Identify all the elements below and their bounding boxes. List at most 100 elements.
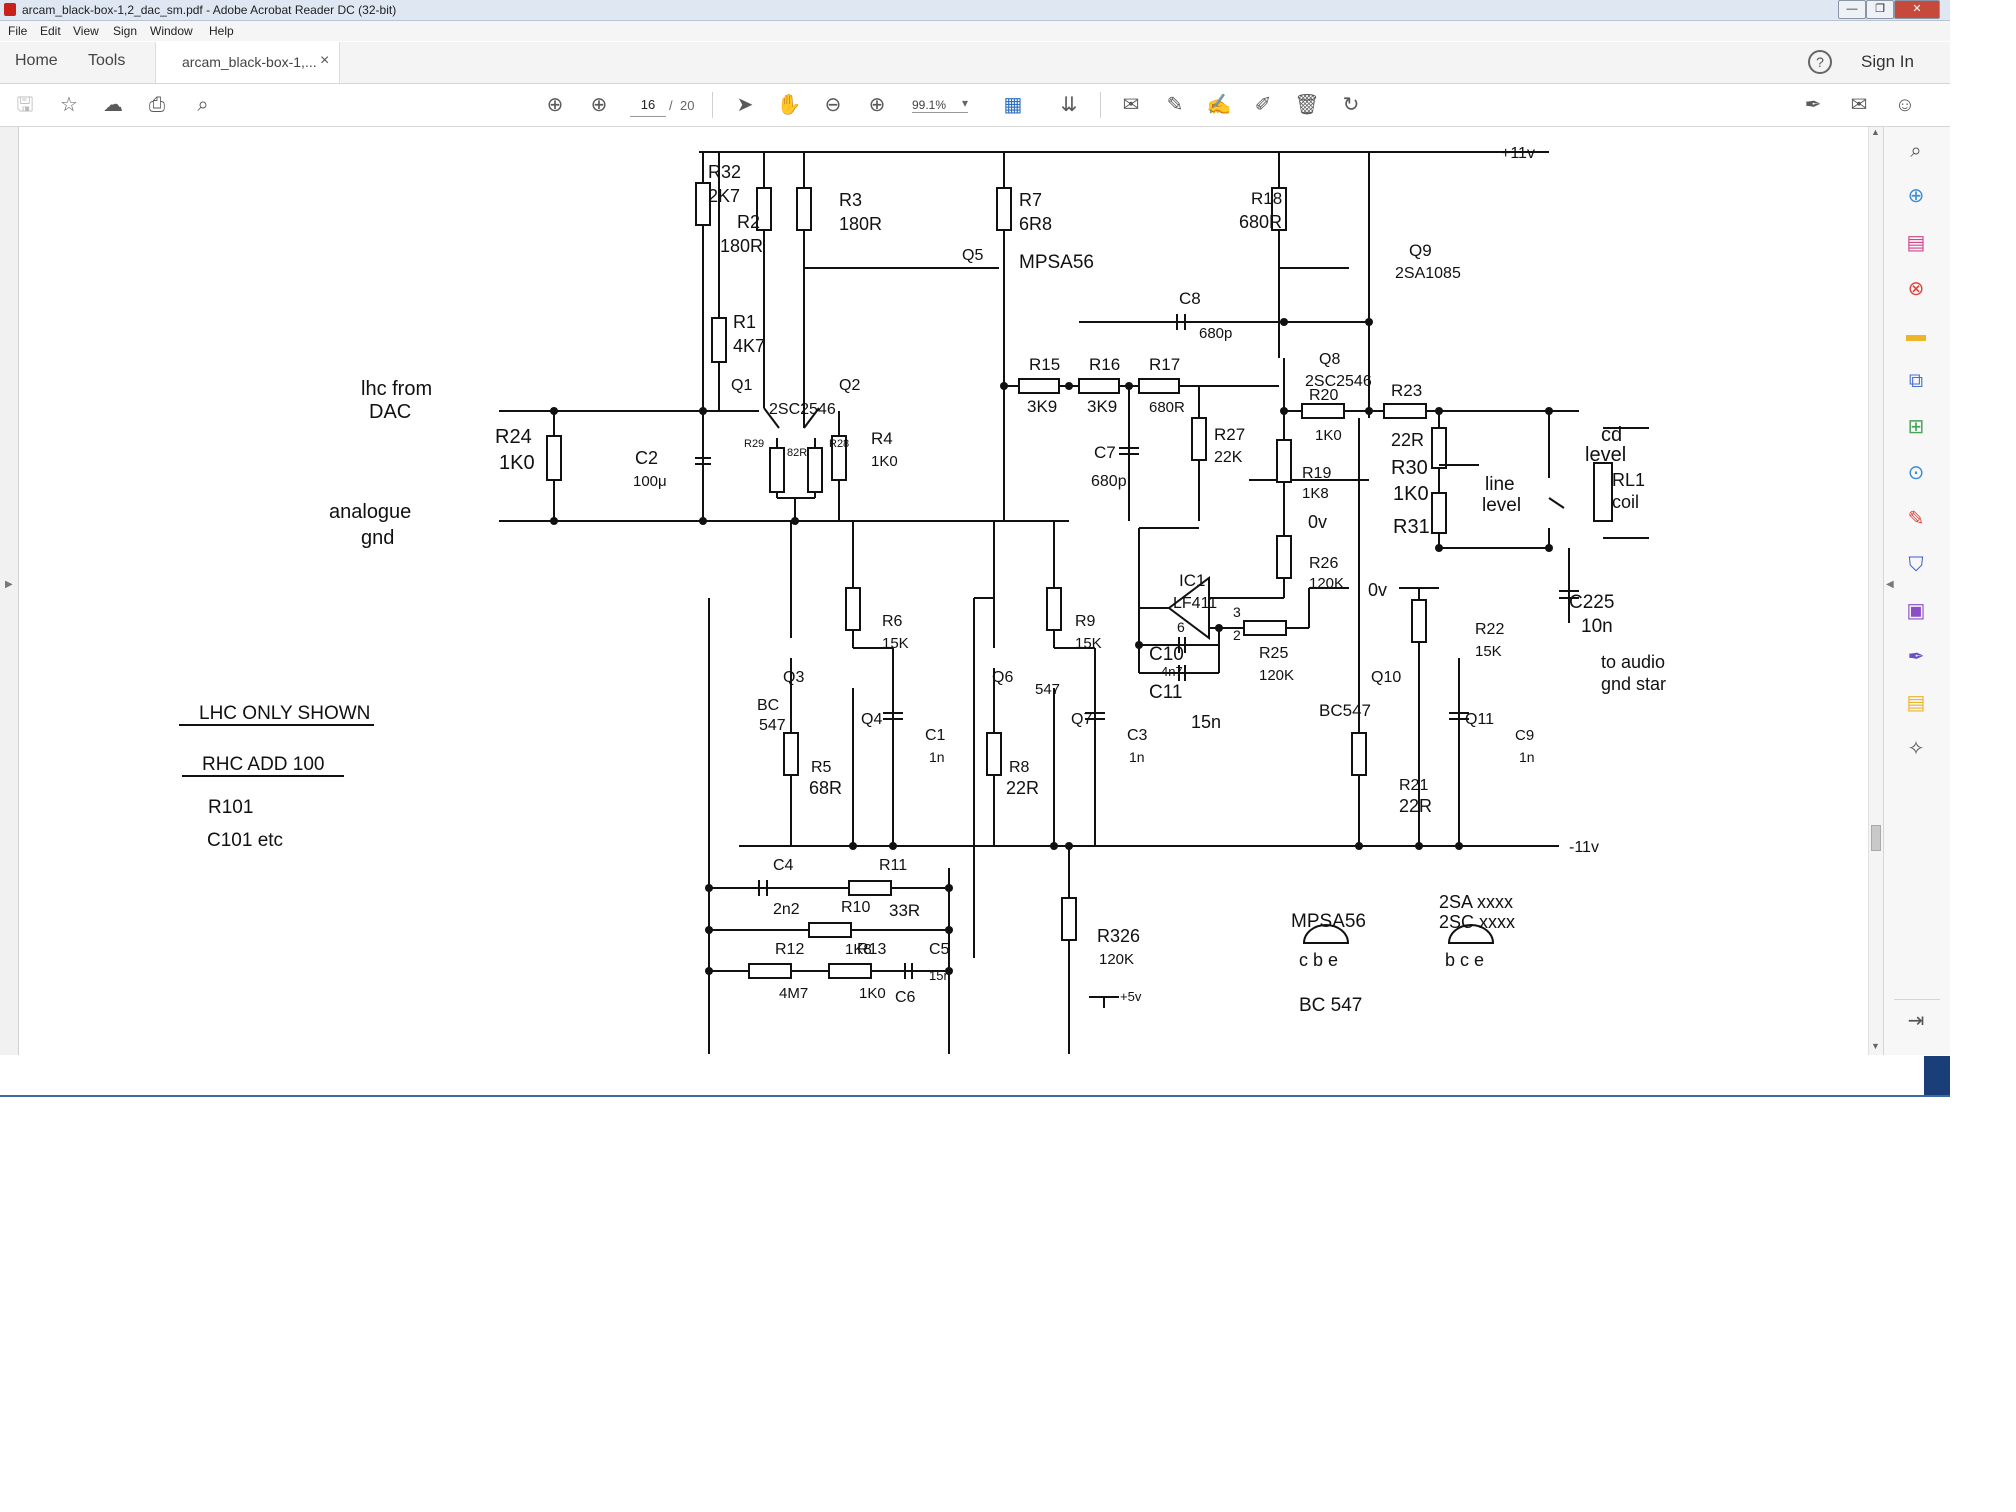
label-r3: R3 bbox=[839, 190, 862, 210]
label-c1: C1 bbox=[925, 727, 946, 744]
next-page-icon[interactable]: ⊕ bbox=[590, 94, 608, 116]
vertical-scrollbar[interactable]: ▲ ▼ bbox=[1868, 127, 1883, 1055]
compress-icon[interactable]: ⊞ bbox=[1907, 416, 1925, 438]
label-r26-value: 120K bbox=[1309, 575, 1344, 592]
close-tab-button[interactable]: × bbox=[320, 52, 330, 69]
mail-icon[interactable]: ✉ bbox=[1850, 94, 1868, 116]
help-icon[interactable]: ? bbox=[1808, 50, 1832, 74]
label-r11: R11 bbox=[879, 857, 907, 874]
sign-tool-icon[interactable]: ✒ bbox=[1804, 94, 1822, 116]
tab-tools[interactable]: Tools bbox=[88, 52, 126, 69]
upload-cloud-icon[interactable]: ☁ bbox=[103, 94, 123, 116]
menu-sign[interactable]: Sign bbox=[113, 24, 138, 38]
page-total: 20 bbox=[680, 98, 695, 113]
label-q8-type: 2SC2546 bbox=[1305, 373, 1372, 390]
label-547: 547 bbox=[759, 717, 786, 734]
label-82r: 82R bbox=[787, 447, 807, 459]
zoom-search-icon[interactable]: ⌕ bbox=[197, 94, 209, 116]
star-icon[interactable]: ☆ bbox=[60, 94, 78, 116]
label-r15-value: 3K9 bbox=[1027, 397, 1057, 416]
menu-window[interactable]: Window bbox=[150, 24, 193, 38]
scroll-down-arrow[interactable]: ▼ bbox=[1871, 1041, 1880, 1051]
review-icon[interactable]: ▤ bbox=[1906, 692, 1926, 714]
delete-icon[interactable]: 🗑 bbox=[1294, 94, 1320, 116]
label-r21-value: 22R bbox=[1399, 796, 1432, 816]
label-r21: R21 bbox=[1399, 777, 1428, 794]
comment-icon[interactable]: ✉ bbox=[1122, 94, 1140, 116]
save-icon[interactable]: 🖫 bbox=[16, 94, 34, 116]
export-pdf-icon[interactable]: ⊗ bbox=[1907, 278, 1925, 300]
left-panel-toggle[interactable]: ▶ bbox=[0, 127, 19, 1055]
close-window-button[interactable]: ✕ bbox=[1894, 0, 1940, 19]
comment-tool-icon[interactable]: ▬ bbox=[1906, 324, 1926, 346]
collapse-right-icon[interactable]: ◀ bbox=[1886, 579, 1894, 590]
document-form-icon[interactable]: ▣ bbox=[1906, 600, 1926, 622]
toolbar-separator-2 bbox=[1100, 92, 1101, 118]
menu-view[interactable]: View bbox=[73, 24, 99, 38]
label-pin2: 2 bbox=[1233, 627, 1241, 643]
label-c8: C8 bbox=[1179, 289, 1201, 308]
label-c225-value: 10n bbox=[1581, 616, 1613, 637]
hand-tool-icon[interactable]: ✋ bbox=[776, 94, 802, 116]
toolbar-separator bbox=[712, 92, 713, 118]
label-q11: Q11 bbox=[1465, 711, 1494, 728]
note-r101: R101 bbox=[208, 797, 253, 818]
label-r10: R10 bbox=[841, 899, 870, 916]
menu-file[interactable]: File bbox=[8, 24, 28, 38]
zoom-out-icon[interactable]: ⊖ bbox=[824, 94, 842, 116]
label-q9: Q9 bbox=[1409, 241, 1432, 260]
print-icon[interactable]: ⎙ bbox=[149, 94, 165, 116]
highlight-pen-icon[interactable]: ✎ bbox=[1166, 94, 1184, 116]
combine-files-icon[interactable]: ⧉ bbox=[1908, 370, 1924, 392]
scrollbar-thumb[interactable] bbox=[1871, 825, 1881, 851]
maximize-button[interactable]: ❐ bbox=[1866, 0, 1894, 19]
label-r30: R30 bbox=[1391, 457, 1428, 479]
label-c7: C7 bbox=[1094, 443, 1116, 462]
stamp-icon[interactable]: ✐ bbox=[1254, 94, 1272, 116]
previous-page-icon[interactable]: ⊕ bbox=[546, 94, 564, 116]
menu-edit[interactable]: Edit bbox=[40, 24, 61, 38]
protect-icon[interactable]: ⛉ bbox=[1908, 554, 1924, 576]
label-r30-value: 1K0 bbox=[1393, 483, 1429, 505]
label-r17: R17 bbox=[1149, 355, 1180, 374]
minimize-button[interactable]: — bbox=[1838, 0, 1866, 19]
scan-icon[interactable]: ⊙ bbox=[1907, 462, 1925, 484]
label-q4: Q4 bbox=[861, 711, 882, 728]
label-r326-value: 120K bbox=[1099, 951, 1134, 968]
fill-sign-icon[interactable]: ✎ bbox=[1907, 508, 1925, 530]
tab-home[interactable]: Home bbox=[15, 52, 58, 69]
zoom-level-field[interactable]: 99.1% bbox=[912, 98, 968, 113]
scroll-up-arrow[interactable]: ▲ bbox=[1871, 127, 1880, 137]
taskbar-fragment bbox=[1924, 1056, 1950, 1096]
send-sign-icon[interactable]: ✒ bbox=[1907, 646, 1925, 668]
draw-icon[interactable]: ✍ bbox=[1206, 94, 1232, 116]
zoom-tool-icon[interactable]: ⌕ bbox=[1910, 140, 1922, 162]
label-q9-type: 2SA1085 bbox=[1395, 265, 1461, 282]
sign-in-button[interactable]: Sign In bbox=[1861, 52, 1914, 71]
organize-pages-icon[interactable]: ▤ bbox=[1906, 232, 1926, 254]
label-c5: C5 bbox=[929, 941, 950, 958]
supply-positive-label: +11v bbox=[1501, 145, 1535, 162]
create-pdf-icon[interactable]: ⊕ bbox=[1907, 185, 1925, 207]
label-c9-value: 1n bbox=[1519, 749, 1535, 765]
page-number-input[interactable]: 16 bbox=[630, 94, 666, 117]
scroll-mode-icon[interactable]: ⇊ bbox=[1060, 94, 1078, 116]
select-cursor-icon[interactable]: ➤ bbox=[736, 94, 754, 116]
collapse-tools-icon[interactable]: ⇥ bbox=[1907, 1010, 1925, 1032]
label-r22: R22 bbox=[1475, 621, 1504, 638]
share-user-icon[interactable]: ☺ bbox=[1894, 94, 1916, 116]
label-r31: R31 bbox=[1393, 516, 1430, 538]
fit-page-icon[interactable]: ▦ bbox=[1003, 94, 1023, 116]
label-bc547: BC547 bbox=[1319, 701, 1371, 720]
tab-document[interactable]: arcam_black-box-1,... × bbox=[155, 42, 340, 83]
label-r32: R32 bbox=[708, 162, 741, 182]
label-r18: R18 bbox=[1251, 189, 1282, 208]
zoom-dropdown-caret[interactable]: ▾ bbox=[962, 96, 969, 110]
zoom-in-icon[interactable]: ⊕ bbox=[868, 94, 886, 116]
menu-help[interactable]: Help bbox=[209, 24, 234, 38]
more-tools-icon[interactable]: ✧ bbox=[1907, 738, 1925, 760]
label-r16-value: 3K9 bbox=[1087, 397, 1117, 416]
label-ic1: IC1 bbox=[1179, 571, 1205, 590]
undo-icon[interactable]: ↻ bbox=[1342, 94, 1360, 116]
expand-left-icon[interactable]: ▶ bbox=[5, 579, 13, 590]
